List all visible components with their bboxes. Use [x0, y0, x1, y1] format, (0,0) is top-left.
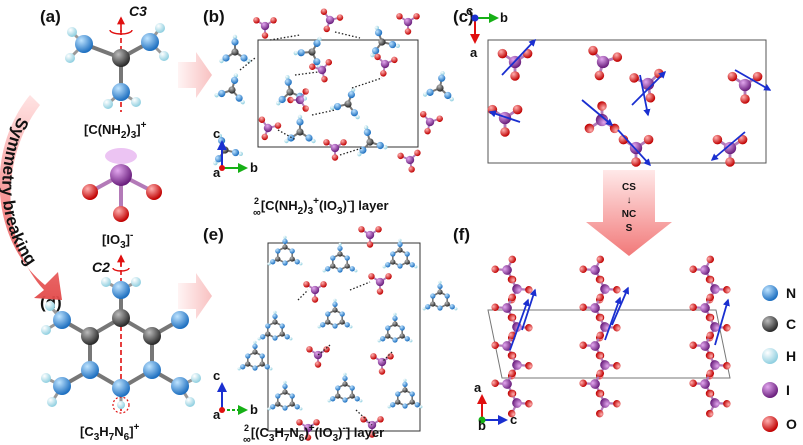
legend-label-n: N [786, 285, 796, 301]
layer-structure-e [237, 226, 458, 441]
arrow-a-to-b [178, 52, 212, 98]
transform-text-3: NC [622, 209, 636, 220]
legend-swatch-o [762, 416, 778, 432]
axis-e: c a b [213, 368, 258, 422]
axis-c-origin: c [466, 3, 473, 18]
axis-f-origin: b [478, 418, 486, 433]
panel-label-e: (e) [203, 225, 224, 244]
guanidinium-formula: [C(NH2)3]+ [84, 120, 147, 141]
layer-structure-b [213, 8, 454, 173]
axis-c-vertical: a [470, 45, 478, 60]
axis-f-horizontal: c [510, 412, 517, 427]
iodate-arrangement-c [487, 38, 772, 167]
symmetry-breaking-text: Symmetry breaking [0, 115, 41, 269]
panel-label-b: (b) [203, 7, 225, 26]
legend-label-i: I [786, 382, 790, 398]
axis-b-origin: a [213, 165, 221, 180]
legend-swatch-i [762, 382, 778, 398]
axis-e-origin: a [213, 407, 221, 422]
element-legend: NCH I O [762, 285, 797, 432]
c2-axis-label: C2 [92, 259, 110, 275]
axis-b-horizontal: b [250, 160, 258, 175]
legend-label-o: O [786, 416, 797, 432]
panel-label-c: (c) [453, 7, 474, 26]
transform-arrow: CS ↓ NC S [586, 170, 672, 256]
iodate-formula: [IO3]- [102, 230, 133, 251]
transform-text-1: CS [622, 182, 636, 193]
arrow-d-to-e [178, 273, 212, 319]
guanidinium-molecule: C3 [65, 3, 169, 112]
axis-c-horizontal: b [500, 10, 508, 25]
panel-label-a: (a) [40, 7, 61, 26]
layer-b-formula: 2∞[C(NH2)3+(IO3)-] layer [253, 196, 389, 219]
legend-label-c: C [786, 316, 796, 332]
melaminium-formula: [C3H7N6]+ [80, 422, 140, 443]
axis-b-vertical: c [213, 126, 220, 141]
iodate-arrangement-f [487, 255, 731, 418]
c3-axis-label: C3 [129, 3, 147, 19]
transform-text-2: ↓ [627, 195, 632, 206]
legend-label-h: H [786, 348, 796, 364]
symmetry-breaking-arrow: Symmetry breaking [0, 95, 62, 300]
melaminium-molecule: C2 [41, 254, 201, 414]
transform-text-4: S [626, 223, 633, 234]
axis-e-vertical: c [213, 368, 220, 383]
axis-c: c b a [466, 3, 508, 60]
legend-swatch-h [762, 348, 778, 364]
panel-label-f: (f) [453, 225, 470, 244]
iodate-molecule [82, 148, 162, 222]
axis-b: c a b [213, 126, 258, 180]
legend-swatch-n [762, 285, 778, 301]
axis-f-vertical: a [474, 380, 482, 395]
legend-swatch-c [762, 316, 778, 332]
axis-e-horizontal: b [250, 402, 258, 417]
layer-e-formula: 2∞[(C3H7N6)+(IO3)-] layer [243, 423, 384, 445]
axis-f: a b c [474, 380, 517, 433]
